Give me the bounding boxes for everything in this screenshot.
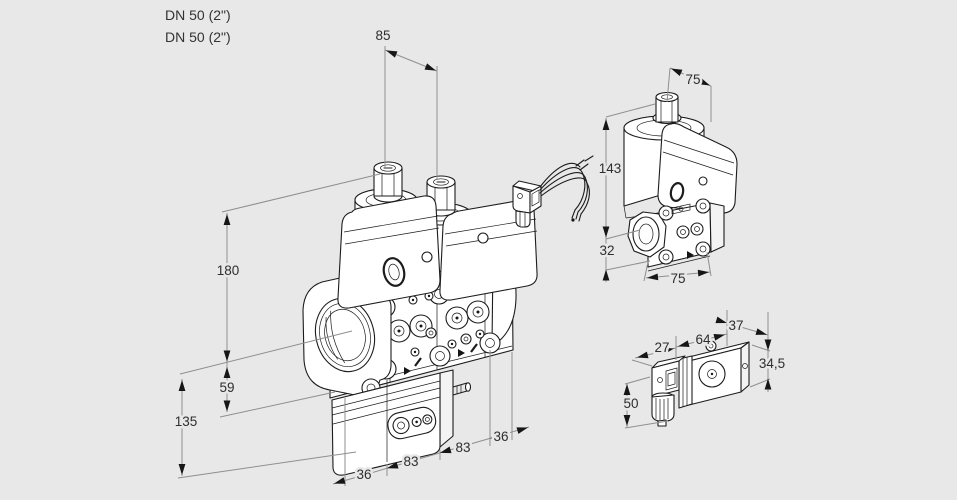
dim-side-width-bottom: 75	[670, 271, 685, 286]
connection-size-label-1: DN 50 (2")	[165, 7, 231, 23]
dim-side-axis-to-bottom: 32	[599, 243, 614, 258]
single-valve-illustration	[623, 91, 738, 272]
accessory-module-illustration	[651, 340, 750, 427]
dim-acc-depth: 37	[728, 318, 743, 333]
dim-chain-36-left: 36	[356, 467, 371, 482]
dim-chain-36-right: 36	[493, 429, 508, 444]
connection-size-label-2: DN 50 (2")	[165, 29, 231, 45]
dim-acc-connector-width: 27	[654, 340, 669, 355]
dim-chain-83-right: 83	[455, 440, 470, 455]
dim-chain-83-left: 83	[403, 454, 418, 469]
coil-cover-right	[439, 199, 538, 301]
coil-cover-left	[337, 195, 441, 309]
dim-acc-connector-height: 50	[623, 396, 638, 411]
cable-plug-illustration	[512, 155, 594, 228]
dim-side-height-above-axis: 143	[599, 161, 622, 176]
dim-axis-to-body-bottom: 59	[219, 380, 234, 395]
bottom-actuator-box	[331, 369, 472, 476]
dim-side-width-top: 75	[685, 72, 700, 87]
dim-acc-length: 64	[695, 332, 711, 347]
double-valve-illustration	[302, 161, 538, 476]
dimension-annotations: 85 180 59 135 36 83 83 36 75 1	[172, 26, 788, 486]
dim-solenoid-spacing: 85	[375, 28, 390, 43]
dim-height-above-axis: 180	[217, 263, 240, 278]
dim-acc-height: 34,5	[759, 356, 785, 371]
dim-axis-to-base-bottom: 135	[175, 414, 198, 429]
wire-bundle	[539, 155, 594, 222]
